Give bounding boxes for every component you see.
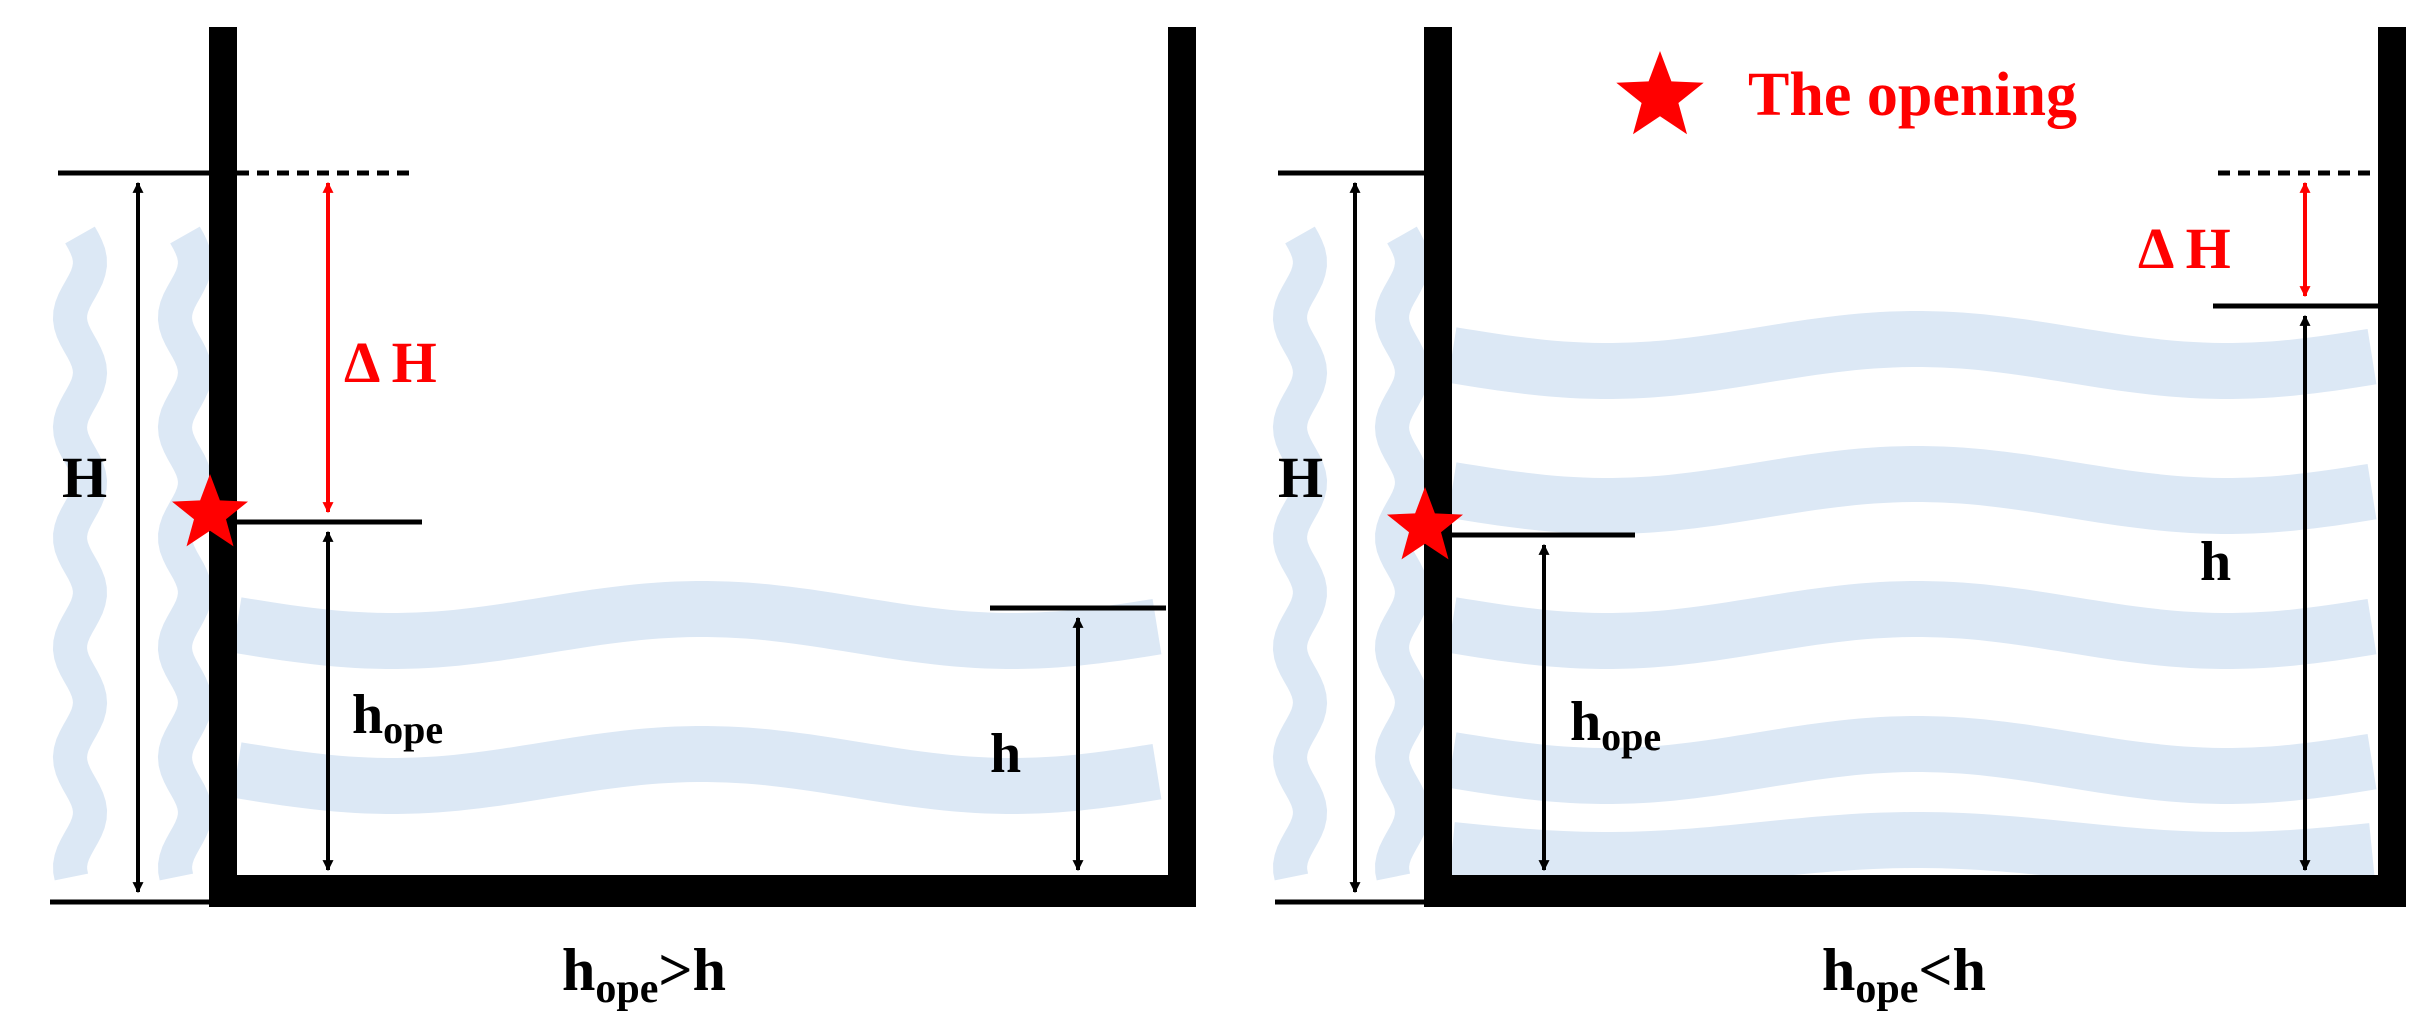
H-label: H: [62, 445, 107, 510]
inside-water-band: [1449, 812, 2375, 888]
delta-H-label: Δ H: [344, 330, 437, 395]
h-ope-sub: ope: [1601, 714, 1661, 759]
tank-left-wall: [209, 27, 237, 907]
legend-star-icon: [1616, 51, 1704, 135]
opening-star-icon: [1387, 487, 1463, 560]
h-label: h: [2200, 531, 2231, 593]
h-ope-label: hope: [1570, 691, 1661, 759]
tank-bottom: [1424, 875, 2406, 907]
delta-H-label: Δ H: [2138, 216, 2231, 281]
tank-left-wall: [1424, 27, 1452, 907]
caption-sub: ope: [595, 966, 658, 1012]
caption-main: h: [562, 937, 595, 1003]
tank-right-wall: [1168, 27, 1196, 907]
outside-water-band: [1272, 226, 1328, 881]
panel-caption: hope>h: [562, 937, 726, 1012]
outside-water-band: [52, 226, 108, 881]
caption-rest: <h: [1918, 937, 1986, 1003]
caption-sub: ope: [1855, 966, 1918, 1012]
outside-water-right: [1272, 226, 1430, 881]
inside-water-band: [1447, 581, 2377, 669]
inside-water-band: [1447, 716, 2377, 804]
h-ope-sub: ope: [383, 707, 443, 752]
legend-label: The opening: [1748, 61, 2077, 129]
caption-main: h: [1822, 937, 1855, 1003]
inside-water-band: [232, 581, 1162, 669]
inside-water-band: [1447, 446, 2377, 534]
h-ope-main: h: [352, 684, 383, 746]
h-label: h: [990, 723, 1021, 785]
opening-star-icon: [172, 474, 248, 547]
caption-rest: >h: [658, 937, 726, 1003]
inside-water-right: [1447, 311, 2377, 888]
outside-water-band: [157, 226, 213, 881]
tank-bottom: [209, 875, 1196, 907]
inside-water-band: [232, 726, 1162, 814]
outside-water-left: [52, 226, 213, 881]
right-panel: H Δ H hope h hope<h: [1272, 27, 2406, 1012]
inside-water-left: [232, 581, 1162, 814]
legend: The opening: [1616, 51, 2077, 135]
h-ope-label: hope: [352, 684, 443, 752]
inside-water-band: [1447, 311, 2377, 399]
left-panel: H Δ H hope h hope>h: [50, 27, 1196, 1012]
outside-water-band: [1374, 226, 1430, 881]
tank-right-wall: [2378, 27, 2406, 907]
H-label: H: [1278, 445, 1323, 510]
panel-caption: hope<h: [1822, 937, 1986, 1012]
h-ope-main: h: [1570, 691, 1601, 753]
